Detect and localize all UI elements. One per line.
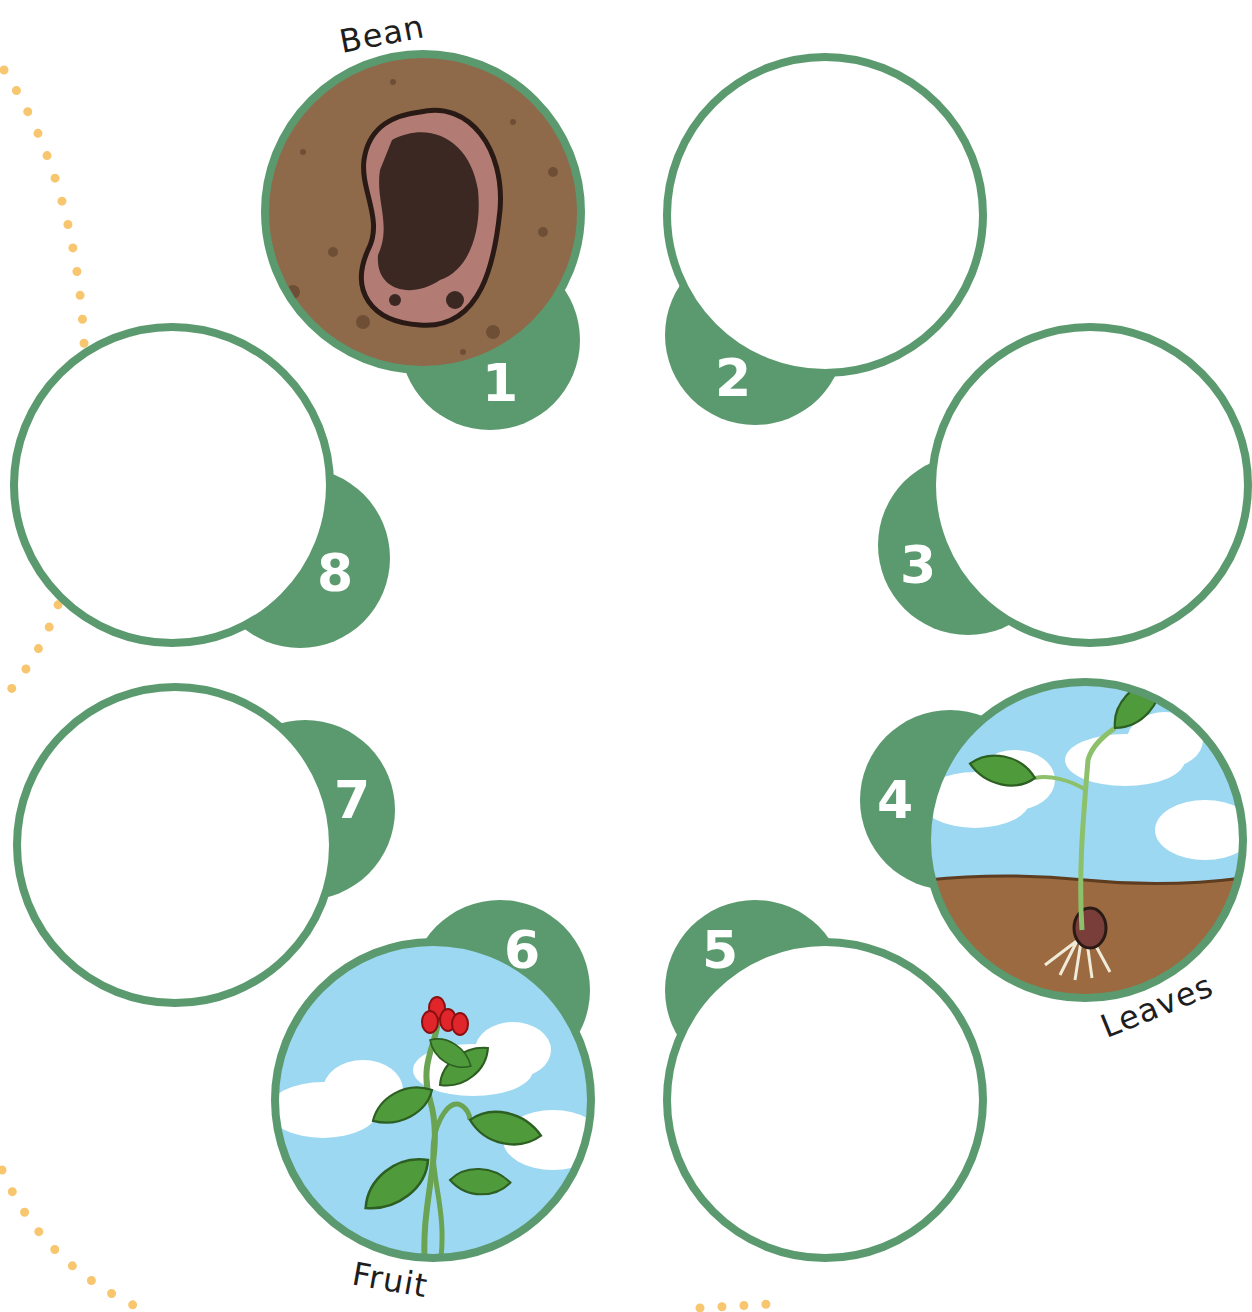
step-number: 3 [900,539,936,591]
circle-border [17,687,333,1003]
circle-border [667,57,983,373]
flower [452,1013,468,1035]
circle-outline [6,319,398,656]
circle-fill [17,687,333,1003]
circle-border [932,327,1248,643]
circle-outline [267,892,599,1266]
step-number: 2 [715,352,751,404]
soil-speck [510,119,516,125]
flower [422,1011,438,1033]
dotted-arc [2,1170,135,1306]
soil-speck [538,227,548,237]
stage-circle: 1Bean [257,46,589,438]
soil-speck [460,349,466,355]
soil-speck [486,325,500,339]
leaf [448,1164,512,1200]
leaf [366,1080,438,1129]
leaf [425,1030,475,1077]
stage-circle: 5 [657,892,991,1266]
circle-fill [667,942,983,1258]
circle-border [265,54,581,370]
soil [265,54,581,370]
stem [1081,728,1115,930]
circle-outline [870,319,1252,651]
circle-outline [9,679,403,1011]
illustration [268,942,599,1265]
circle-fill [667,57,983,373]
leaf [967,746,1039,795]
stage-circle: 3 [870,319,1252,651]
circle-fill [265,54,581,370]
bean [361,110,500,325]
circle-outline [657,49,991,433]
stage-circle: 2 [657,49,991,433]
stage-circle: 6Fruit [267,892,599,1266]
stage-circle: 4Leaves [852,674,1251,1006]
stage-circle: 8 [6,319,398,656]
bean-mottle [446,291,464,309]
circle-fill [14,327,330,643]
step-number: 4 [877,774,913,826]
step-number: 8 [317,547,353,599]
soil-speck [548,167,558,177]
leaf [354,1150,438,1218]
circle-border [275,942,591,1258]
leaf [466,1101,544,1155]
illustration [265,54,581,370]
illustration [920,674,1251,998]
soil-speck [328,247,338,257]
dotted-arc [700,1304,770,1308]
stem [1035,777,1086,790]
circle-outline [257,46,589,438]
circle-fill [932,327,1248,643]
step-number: 6 [504,924,540,976]
circle-border [14,327,330,643]
circle-outline [852,674,1251,1006]
soil-speck [356,315,370,329]
stage-label: Fruit [350,1258,430,1303]
soil-speck [300,149,306,155]
step-number: 5 [702,924,738,976]
step-number: 7 [334,774,370,826]
stage-circle: 7 [9,679,403,1011]
circle-border [667,942,983,1258]
step-number: 1 [482,357,518,409]
circle-border [927,682,1243,998]
bean-mottle [389,294,401,306]
soil-speck [390,79,396,85]
bean-mottle [378,132,479,290]
